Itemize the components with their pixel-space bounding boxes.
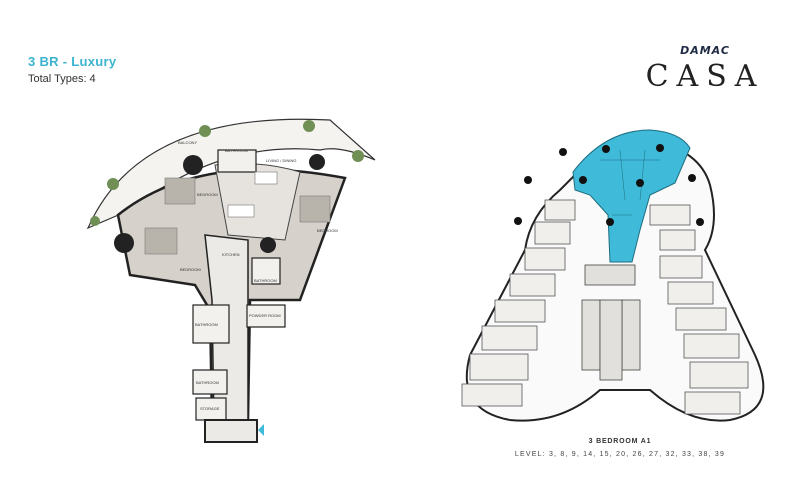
column [183, 155, 203, 175]
room-label-kitchen: KITCHEN [222, 252, 240, 257]
bathroom-low-shape [192, 304, 230, 344]
room-label-living: LIVING / DINING [266, 158, 296, 163]
bathroom-mid-shape [251, 257, 281, 285]
powder-room-shape [246, 304, 286, 328]
room-label-bathroom-top: BATHROOM [225, 148, 248, 153]
entry-hall [204, 419, 258, 443]
room-label-powder: POWDER ROOM [249, 313, 281, 318]
bed-lower [144, 227, 178, 255]
room-label-bathroom-small: BATHROOM [196, 380, 219, 385]
entry-marker-icon [258, 424, 264, 436]
plant [303, 120, 315, 132]
bed-right [299, 195, 331, 223]
column [260, 237, 276, 253]
room-label-balcony: BALCONY [178, 140, 197, 145]
bathroom-small-shape [192, 369, 228, 395]
room-label-bedroom-lower: BEDROOM [180, 267, 201, 272]
plant [199, 125, 211, 137]
column [309, 154, 325, 170]
room-label-storage: STORAGE [200, 406, 220, 411]
brand-logo: DAMAC CASA [640, 44, 770, 94]
room-label-bathroom-mid: BATHROOM [254, 278, 277, 283]
total-types: Total Types: 4 [28, 73, 96, 85]
unit-label: 3 BEDROOM A1 [588, 438, 652, 445]
column [114, 233, 134, 253]
page-title: 3 BR - Luxury [28, 54, 117, 69]
room-label-bathroom-low: BATHROOM [195, 322, 218, 327]
dining-table [227, 204, 255, 218]
plant [90, 216, 100, 226]
bathroom-top-shape [217, 149, 257, 173]
sofa [254, 171, 278, 185]
brand-top: DAMAC [680, 44, 730, 57]
plant [107, 178, 119, 190]
room-label-bedroom-left: BEDROOM [197, 192, 218, 197]
brand-main: CASA [645, 59, 765, 94]
levels-list: LEVEL: 3, 8, 9, 14, 15, 20, 26, 27, 32, … [514, 451, 726, 458]
room-label-bedroom-right: BEDROOM [317, 228, 338, 233]
plant [352, 150, 364, 162]
bed-left [164, 177, 196, 205]
